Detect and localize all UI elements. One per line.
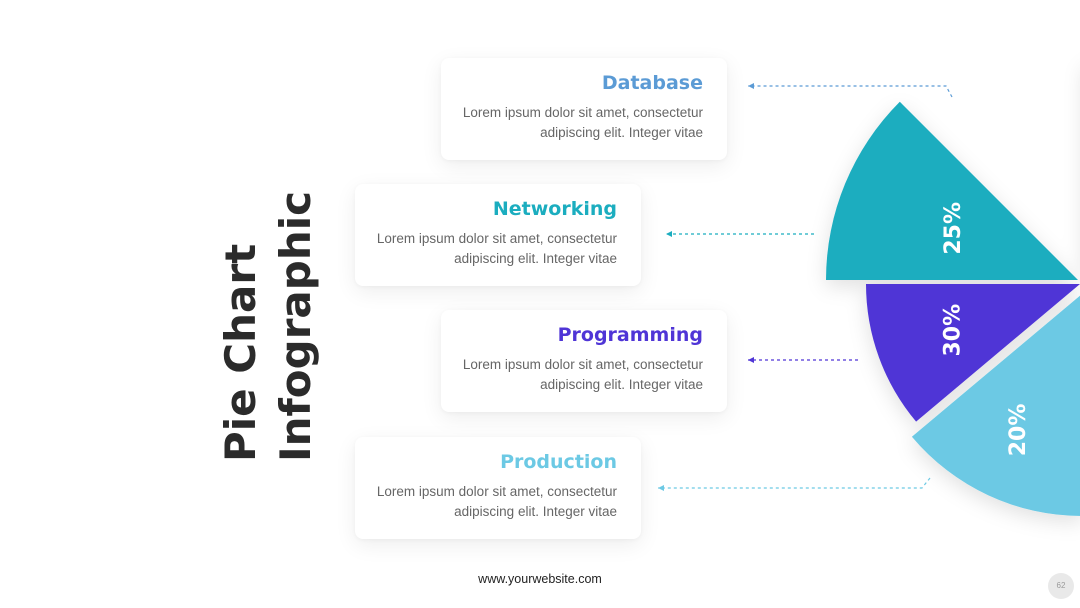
card-text-line: Lorem ipsum dolor sit amet, consectetur (462, 105, 703, 120)
card-programming: Programming Lorem ipsum dolor sit amet, … (441, 310, 727, 412)
pie-slice-production (911, 295, 1080, 516)
slide-title: Pie Chart Infographic (110, 150, 320, 462)
title-line-2: Infographic (271, 190, 320, 462)
card-text-database: Lorem ipsum dolor sit amet, consectetur … (451, 103, 703, 142)
connector-production (658, 477, 931, 489)
card-production: Production Lorem ipsum dolor sit amet, c… (355, 437, 641, 539)
card-text-line: Lorem ipsum dolor sit amet, consectetur (462, 357, 703, 372)
pie-label-programming: 30% (941, 304, 966, 357)
arrow-database (748, 83, 754, 89)
pie-slice-programming (866, 284, 1080, 422)
card-title-database: Database (601, 72, 703, 94)
website-url: www.yourwebsite.com (478, 572, 602, 586)
pie-label-production: 20% (1006, 404, 1031, 457)
arrow-networking (666, 231, 672, 237)
card-text-line: adipiscing elit. Integer vitae (540, 124, 703, 140)
connector-database (748, 85, 953, 98)
card-networking: Networking Lorem ipsum dolor sit amet, c… (355, 184, 641, 286)
card-text-line: Lorem ipsum dolor sit amet, consectetur (376, 484, 617, 499)
card-text-line: adipiscing elit. Integer vitae (454, 250, 617, 266)
page-number: 62 (1048, 573, 1074, 599)
card-text-networking: Lorem ipsum dolor sit amet, consectetur … (365, 229, 617, 268)
card-text-line: adipiscing elit. Integer vitae (454, 503, 617, 519)
title-line-1: Pie Chart (216, 243, 265, 462)
arrow-production (658, 485, 664, 491)
pie-label-networking: 25% (941, 202, 966, 255)
card-title-networking: Networking (492, 198, 617, 220)
card-text-line: Lorem ipsum dolor sit amet, consectetur (376, 231, 617, 246)
card-title-programming: Programming (557, 324, 703, 346)
card-database: Database Lorem ipsum dolor sit amet, con… (441, 58, 727, 160)
pie-slice-networking (826, 101, 1078, 280)
arrow-programming (748, 357, 754, 363)
card-text-line: adipiscing elit. Integer vitae (540, 376, 703, 392)
card-title-production: Production (500, 451, 617, 473)
card-text-production: Lorem ipsum dolor sit amet, consectetur … (365, 482, 617, 521)
card-text-programming: Lorem ipsum dolor sit amet, consectetur … (451, 355, 703, 394)
